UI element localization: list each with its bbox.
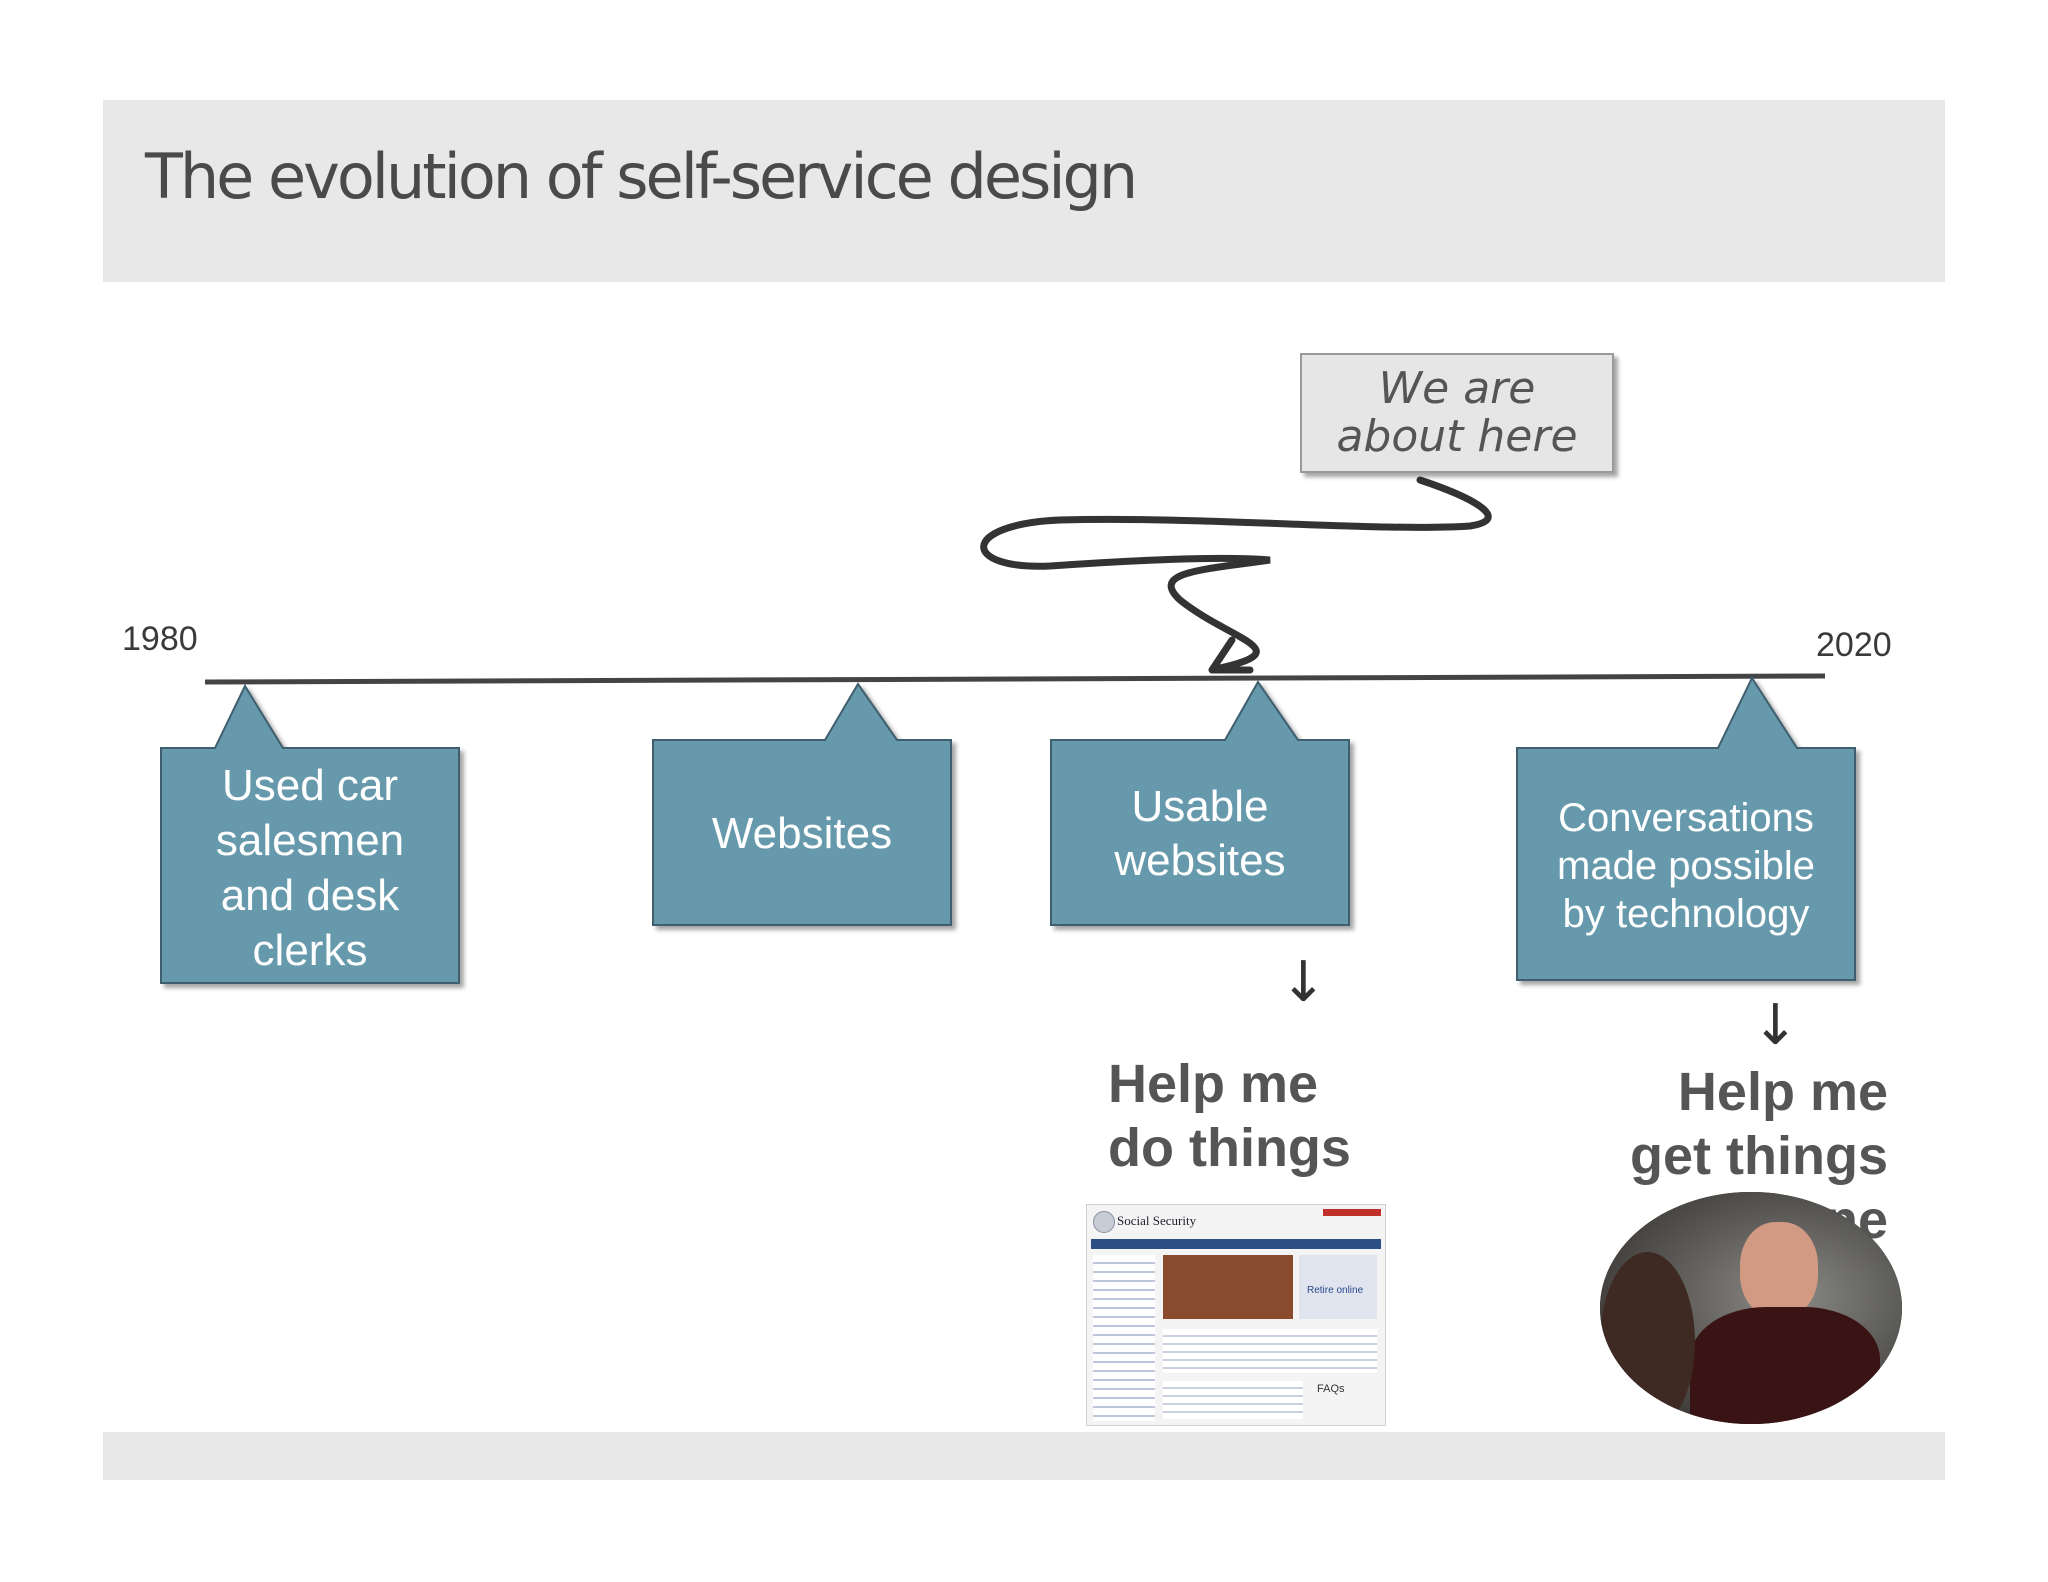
end-year-label: 2020 bbox=[1816, 626, 1892, 664]
down-arrow-icon: ↓ bbox=[1752, 993, 1799, 1058]
thumb-promo-text: Retire online bbox=[1307, 1285, 1364, 1296]
thumb-hero-photo bbox=[1163, 1255, 1293, 1319]
website-screenshot-thumbnail: Social Security Retire online FAQs bbox=[1086, 1204, 1386, 1426]
stage-label-used-car: Used car salesmen and desk clerks bbox=[215, 760, 405, 975]
slide-title: The evolution of self-service design bbox=[145, 140, 1138, 213]
person-head bbox=[1740, 1222, 1818, 1318]
stage-box-1 bbox=[160, 683, 460, 984]
squiggle-arrowhead bbox=[1208, 636, 1254, 674]
thumb-news-list bbox=[1163, 1381, 1303, 1419]
down-arrow-icon: ↓ bbox=[1280, 950, 1327, 1015]
callout-box: We are about here bbox=[1300, 353, 1614, 473]
seal-icon bbox=[1093, 1211, 1115, 1233]
stage-label-websites: Websites bbox=[711, 809, 893, 858]
stage-box-4 bbox=[1516, 675, 1856, 981]
stage-label-usable-websites: Usable websites bbox=[1114, 781, 1286, 885]
thumb-nav-bar bbox=[1091, 1239, 1381, 1249]
stage-label-conversations: Conversations made possible by technolog… bbox=[1557, 796, 1815, 936]
squiggle-pointer bbox=[980, 476, 1492, 672]
thumb-faq-text: FAQs bbox=[1317, 1383, 1345, 1395]
title-band bbox=[103, 100, 1945, 282]
thumb-content-columns bbox=[1163, 1329, 1377, 1373]
footer-band bbox=[103, 1432, 1945, 1480]
thumb-promo-panel bbox=[1299, 1255, 1377, 1319]
video-call-photo bbox=[1600, 1192, 1902, 1424]
stage-box-3 bbox=[1050, 680, 1350, 926]
person-body bbox=[1690, 1307, 1880, 1424]
thumb-site-title: Social Security bbox=[1117, 1213, 1197, 1228]
timeline-axis bbox=[204, 673, 1826, 685]
start-year-label: 1980 bbox=[122, 620, 198, 658]
person-foreground bbox=[1600, 1252, 1695, 1424]
thumb-sidebar-links bbox=[1093, 1255, 1155, 1421]
result-help-do-things: Help me do things bbox=[1108, 1054, 1351, 1178]
stage-box-2 bbox=[652, 682, 952, 926]
thumb-language-bar bbox=[1323, 1209, 1381, 1216]
